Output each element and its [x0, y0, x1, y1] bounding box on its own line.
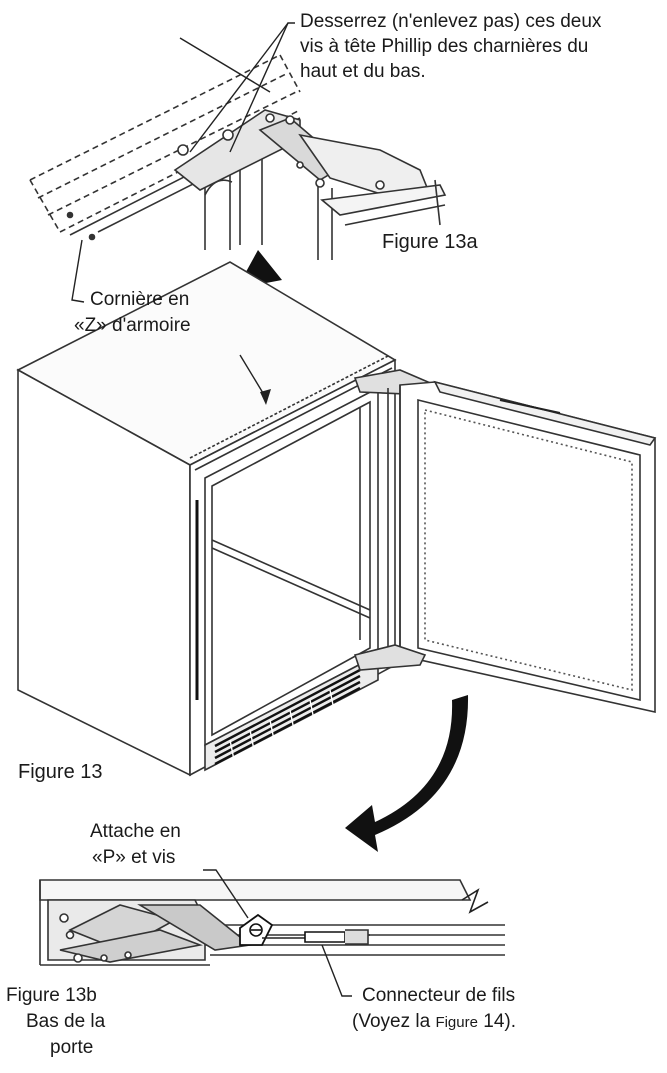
figure-13b-caption: Figure 13b	[6, 985, 97, 1006]
curved-arrow-up-icon	[236, 250, 335, 360]
z-angle-bracket	[71, 239, 85, 303]
clip-callout-line1: Attache en	[90, 821, 181, 842]
wire-leader	[321, 944, 352, 997]
bottom-hinge-detail	[39, 879, 505, 966]
wire-callout-suffix: 14).	[477, 1011, 516, 1032]
vent-grille	[214, 668, 361, 766]
screws-callout-line3: haut et du bas.	[300, 61, 426, 82]
curved-arrow-down-icon	[345, 695, 469, 852]
hinge-screw	[222, 129, 234, 141]
screws-callout-line1: Desserrez (n'enlevez pas) ces deux	[300, 11, 602, 32]
appliance-cabinet	[16, 261, 397, 777]
z-angle-callout-line1: Cornière en	[90, 289, 190, 310]
figure-13-caption: Figure 13	[18, 761, 103, 783]
wire-callout-line2: (Voyez la Figure 14).	[352, 1010, 516, 1035]
top-hinge-detail	[29, 54, 447, 260]
bottom-door-line1: Bas de la	[26, 1011, 106, 1032]
z-angle-callout-line2: «Z» d'armoire	[74, 315, 191, 336]
figure-13a-caption: Figure 13a	[382, 231, 478, 253]
clip-callout-line2: «P» et vis	[92, 847, 176, 868]
screws-callout-line2: vis à tête Phillip des charnières du	[300, 36, 589, 57]
wire-callout-line1: Connecteur de fils	[362, 985, 516, 1006]
wire-callout-figure-ref: Figure	[435, 1014, 478, 1031]
clip-leader	[203, 869, 249, 919]
hinge-screw	[177, 144, 189, 156]
z-angle-leader	[239, 354, 271, 405]
bottom-door-line2: porte	[50, 1037, 94, 1058]
open-door	[353, 369, 657, 713]
wire-connector	[304, 931, 346, 943]
wire-callout-prefix: (Voyez la	[352, 1011, 436, 1032]
screws-leader	[179, 22, 295, 153]
